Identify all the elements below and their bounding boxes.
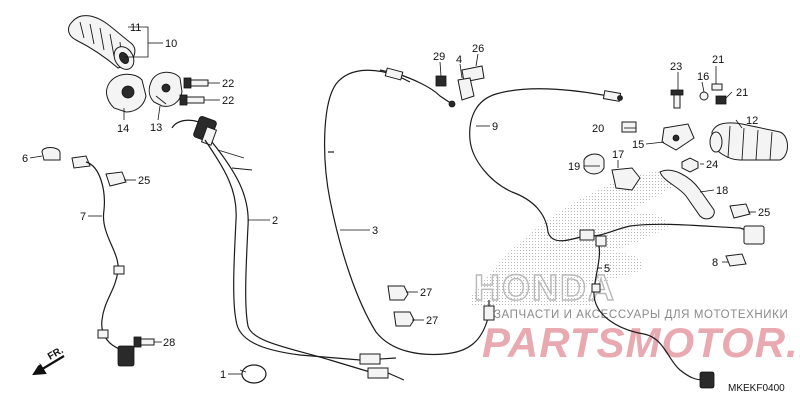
clip-29 [435,75,447,87]
callout-2: 2 [272,215,278,227]
cable-5 [579,223,765,389]
callout-27b: 27 [426,315,438,327]
adjuster-4 [457,77,475,101]
bracket-17 [611,167,641,191]
callout-27a: 27 [420,287,432,299]
collar-16 [699,91,709,101]
throttle-cable-ends [171,116,218,146]
callout-24: 24 [706,159,718,171]
switch-19 [583,153,605,175]
callout-7: 7 [80,211,86,223]
bolt-23 [670,89,684,109]
callout-15: 15 [632,139,644,151]
clip-27-lower [393,311,415,327]
front-arrow: FR. [29,345,66,376]
callout-21b: 21 [736,87,748,99]
cable-3 [324,67,495,356]
callout-25b: 25 [758,207,770,219]
callout-labels: 11 10 14 13 22 22 2 3 1 6 7 25 28 27 27 … [22,22,770,381]
nut-24 [681,157,699,173]
callout-4: 4 [456,54,462,66]
callout-18: 18 [716,185,728,197]
callout-29: 29 [433,51,445,63]
callout-21a: 21 [712,54,724,66]
callout-8: 8 [712,257,718,269]
diagram-code: MKEKF0400 [728,383,785,394]
honda-watermark-text: HONDA [474,267,616,308]
callout-12: 12 [746,115,758,127]
throttle-grip [68,15,136,70]
clip-27-upper [387,285,409,301]
front-label: FR. [46,345,66,363]
screw-22-lower [179,94,205,106]
bolt-28 [133,336,155,348]
screw-22-upper [183,77,209,89]
callout-11: 11 [130,22,141,34]
clamp-6 [41,147,61,161]
callout-16: 16 [697,71,709,83]
bolt-20 [621,121,637,133]
site-watermark: PARTSMOTOR.RU [482,319,800,366]
switch-wire-7 [71,155,135,367]
screw-21-lower [715,95,727,105]
callout-10: 10 [165,38,177,50]
callout-1: 1 [220,369,226,381]
callout-26: 26 [472,43,484,55]
clip-25-left [105,171,127,187]
callout-22a: 22 [222,78,234,90]
callout-5: 5 [604,263,610,275]
callout-20: 20 [592,123,604,135]
callout-22b: 22 [222,95,234,107]
throttle-housing-upper [106,73,147,113]
callout-9: 9 [492,121,498,133]
callout-3: 3 [372,225,378,237]
callout-25a: 25 [138,175,150,187]
throttle-housing-lower [148,71,183,107]
lever-holder-15 [661,123,695,151]
clip-25-right [729,203,751,219]
clutch-cable-9 [469,88,623,242]
callout-13: 13 [150,122,162,134]
clutch-lever-18 [659,169,715,220]
callout-19: 19 [568,161,580,173]
band-1 [239,364,267,384]
callout-14: 14 [117,123,129,135]
grip-12 [709,122,788,161]
throttle-cable-2 [204,139,405,381]
shop-tagline-watermark: ЗАПЧАСТИ И АКСЕССУАРЫ ДЛЯ МОТОТЕХНИКИ [494,309,788,321]
callout-28: 28 [163,337,175,349]
callout-17: 17 [612,149,624,161]
screw-21-upper [711,83,723,91]
leader-lines [29,26,756,375]
clip-8 [725,253,747,267]
callout-23: 23 [670,61,682,73]
callout-6: 6 [22,153,28,165]
